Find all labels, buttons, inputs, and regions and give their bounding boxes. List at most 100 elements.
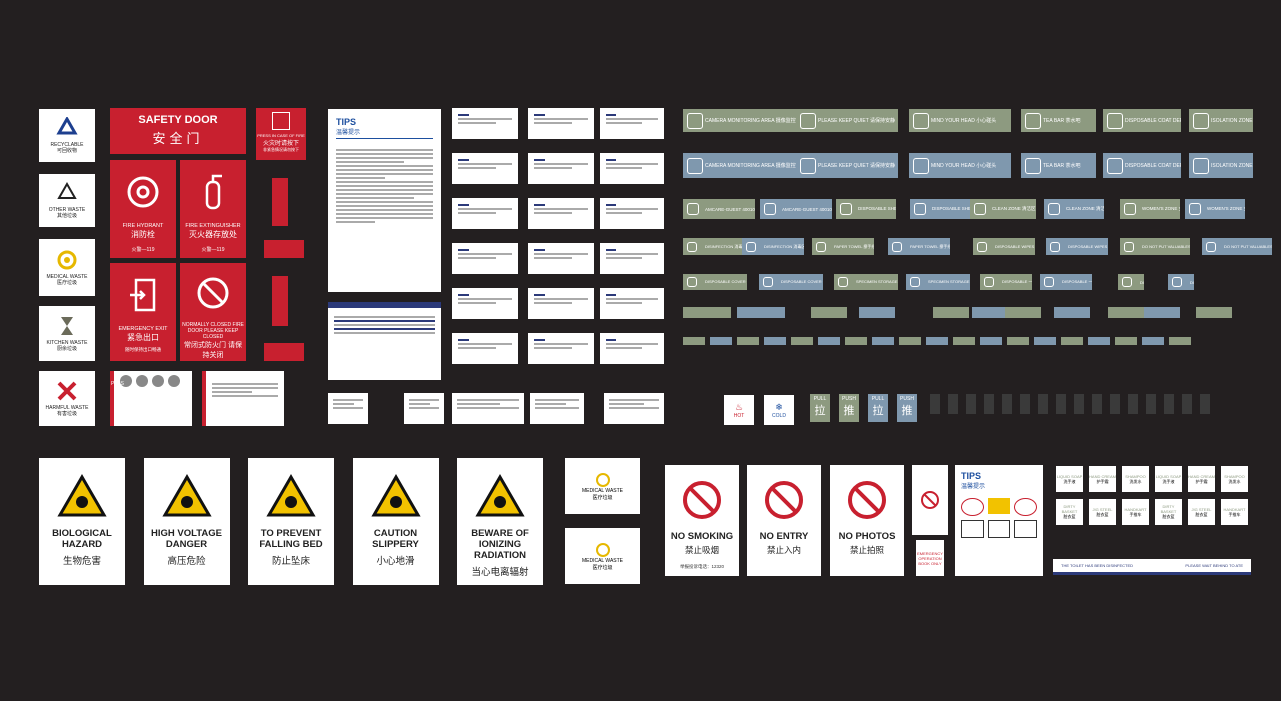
pill-small: DISPOSABLE 一次性用品 (980, 274, 1032, 290)
pill-label: CAMERA MONITORING AREA 摄像监控区域 (705, 163, 799, 169)
pill-label: SPECIMEN STORAGE 标本存放 (928, 279, 970, 284)
doc-card (528, 243, 594, 274)
gray-label (1128, 394, 1138, 414)
fire-strip (272, 276, 288, 326)
supply-cn: 手推车 (1129, 511, 1142, 517)
pill-icon (1025, 112, 1041, 129)
gray-label (1110, 394, 1120, 414)
no-photos-icon (848, 481, 886, 519)
tips-notice: TIPS 温馨提示 (328, 109, 441, 292)
pill-icon (974, 203, 986, 215)
pill-label: PAPER TOWEL 擦手纸 (910, 243, 950, 249)
pill-label: DO NOT PUT VALUABLES (1142, 244, 1190, 249)
pill-label: CAMERA MONITORING AREA 摄像监控区域 (705, 118, 799, 124)
doc-card (528, 198, 594, 229)
pill-tiny (710, 337, 732, 345)
fire-label (264, 240, 304, 258)
pill-small: AMCARE-GUEST 4001000016 (683, 199, 755, 219)
gray-label (1164, 394, 1174, 414)
pill-label: DISPOSABLE (1190, 279, 1194, 285)
doc-card (452, 108, 518, 139)
pill-icon (840, 203, 852, 215)
emergency-label: EMERGENCY OPERATION BOOK ONLY (917, 550, 943, 566)
medical-waste-en: MEDICAL WASTE (581, 557, 624, 564)
no-smoking-icon (683, 481, 721, 519)
emergency-exit-sign: EMERGENCY EXIT 紧急出口 随时保持出口畅通 (110, 263, 176, 361)
pill-tiny (737, 337, 759, 345)
pill-label: CLEAN ZONE 清洁区 (992, 206, 1036, 211)
pill-tiny (1034, 337, 1056, 345)
falling-bed-icon (266, 474, 316, 517)
fire-tile-cn: 常闭式防火门 请保持关闭 (184, 342, 242, 359)
hourglass-icon (61, 317, 73, 335)
pill-blue: DISPOSABLE COAT DEPOSIT 一次性大衣存放 (1103, 153, 1181, 178)
doc-card (452, 288, 518, 319)
pill-tiny (791, 337, 813, 345)
pill-icon (764, 203, 776, 215)
pill-label: PAPER TOWEL 擦手纸 (834, 243, 874, 249)
pill-icon (816, 241, 826, 252)
fire-label (264, 343, 304, 361)
supply-en: LIQUID SOAP (1155, 473, 1182, 479)
prohibition-cn: 禁止吸烟 (684, 545, 719, 555)
pill-green: CAMERA MONITORING AREA 摄像监控区域 (683, 109, 799, 132)
harmful-icon (57, 381, 77, 401)
pill-small: DISINFECTION 消毒区 (683, 238, 745, 255)
pill-small: AMCARE-GUEST 4001000016 (760, 199, 832, 219)
lightning-icon (161, 474, 212, 517)
pill-blue: MIND YOUR HEAD 小心碰头 (909, 153, 1011, 178)
prohibition-note: 举报投诉电话：12320 (679, 564, 724, 569)
hazard-en: CAUTION SLIPPERY (372, 528, 419, 550)
waste-sign-medical: MEDICAL WASTE 医疗垃圾 (39, 239, 95, 296)
fire-tile-en: NORMALLY CLOSED FIRE DOOR PLEASE KEEP CL… (182, 322, 244, 340)
pill-small: DISPOSABLE COVER 一次性鞋套 (759, 274, 823, 290)
pill-icon (687, 277, 697, 287)
doc-card (452, 198, 518, 229)
pill-icon (1193, 157, 1209, 174)
supply-en: JIG STEEL (1092, 506, 1113, 512)
waste-sign-recyclable: RECYCLABLE 可回收物 (39, 109, 95, 162)
no-smoking-icon (921, 491, 939, 509)
doc-card (528, 108, 594, 139)
snowflake-icon: ❄ (775, 401, 783, 412)
medical-waste-en: MEDICAL WASTE (581, 487, 624, 494)
waste-label-cn: 可回收物 (56, 148, 77, 154)
pill-icon (1048, 203, 1060, 215)
tips-title: TIPS (961, 471, 982, 481)
waste-label: OTHER WASTE (48, 207, 86, 213)
pill-icon (1122, 277, 1132, 287)
supply-cn: 洗手液 (1063, 478, 1076, 484)
cold-sign: ❄ COLD (764, 395, 794, 425)
pill-blue: PLEASE KEEP QUIET 请保持安静 (796, 153, 898, 178)
pill-green: MIND YOUR HEAD 小心碰头 (909, 109, 1011, 132)
supply-en: DIRTY BASKET (1061, 504, 1078, 514)
door-sign-en: PULL (813, 396, 827, 402)
pill-label: MIND YOUR HEAD 小心碰头 (931, 118, 997, 124)
tips-title: TIPS (336, 117, 357, 127)
doc-card (600, 108, 664, 139)
fire-extinguisher-icon (205, 174, 222, 210)
avatar-icon (136, 375, 148, 387)
biohazard-icon (595, 542, 610, 557)
fire-alarm-en: PRESS IN CASE OF FIRE (257, 133, 305, 138)
fire-tile-en: EMERGENCY EXIT (118, 326, 168, 332)
fire-tile-note: 火警—119 (131, 247, 155, 253)
no-smoking-small (912, 465, 948, 535)
avatar-icon (120, 375, 132, 387)
fire-tile-note: 火警—119 (201, 247, 225, 253)
fire-tile-en: FIRE HYDRANT (122, 223, 164, 229)
pill-green: ISOLATION ZONE 隔离区 (1189, 109, 1253, 132)
hot-label: HOT (733, 412, 745, 419)
supply-en: HAND CREAM (1089, 473, 1116, 479)
doc-card (600, 198, 664, 229)
doc-card (452, 243, 518, 274)
pill-small: PAPER TOWEL 擦手纸 (812, 238, 874, 255)
door-sign-cn: 推 (843, 405, 855, 417)
pill-tiny (933, 307, 969, 318)
gray-label (1056, 394, 1066, 414)
no-entry-icon (197, 277, 229, 309)
